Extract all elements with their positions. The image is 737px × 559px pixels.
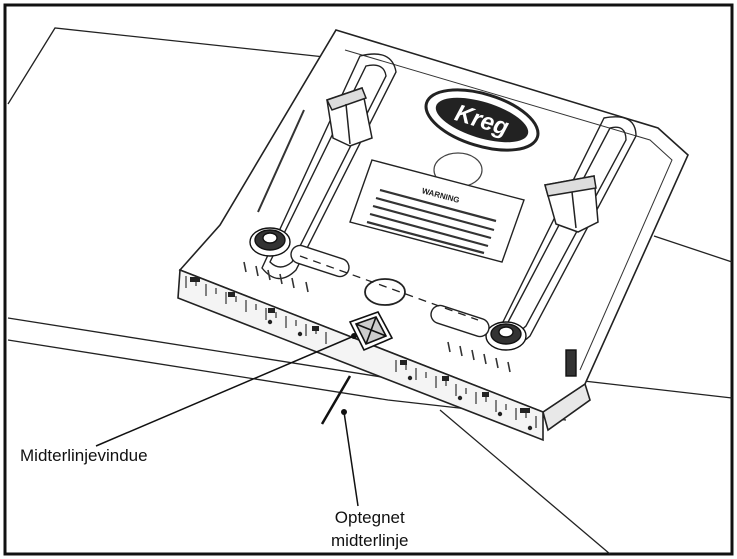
left-adjust-slot <box>290 244 350 278</box>
plate-dashed-centerline <box>299 255 479 321</box>
ruler-holes <box>267 319 533 431</box>
centerline-window <box>348 311 394 352</box>
left-drill-guide <box>325 87 373 147</box>
center-hole <box>364 278 406 306</box>
leader-dot-window <box>351 333 357 339</box>
label-centerline-window: Midterlinjevindue <box>20 446 148 465</box>
leader-drawn-centerline <box>343 411 359 507</box>
label-drawn-centerline-line1: Optegnet <box>334 508 405 527</box>
right-drill-guide <box>544 175 599 233</box>
right-lock-knob <box>485 321 527 351</box>
diagram-frame <box>3 3 734 556</box>
end-clip <box>565 349 577 377</box>
label-drawn-centerline: Optegnet midterlinje <box>331 506 408 552</box>
left-lock-knob <box>249 227 291 257</box>
slot-tick-marks <box>243 261 511 373</box>
drawn-centerline-mark <box>320 375 352 425</box>
warning-label: WARNING <box>349 159 525 263</box>
label-drawn-centerline-line2: midterlinje <box>331 531 409 550</box>
plate-inner-edge <box>344 49 673 371</box>
leader-dot-centerline <box>341 409 347 415</box>
ruler-number-marks <box>190 277 530 413</box>
plate-side-marking <box>257 109 305 213</box>
right-adjust-slot <box>430 304 490 338</box>
leader-centerline-window <box>95 335 355 447</box>
kreg-logo: Kreg <box>424 88 540 152</box>
